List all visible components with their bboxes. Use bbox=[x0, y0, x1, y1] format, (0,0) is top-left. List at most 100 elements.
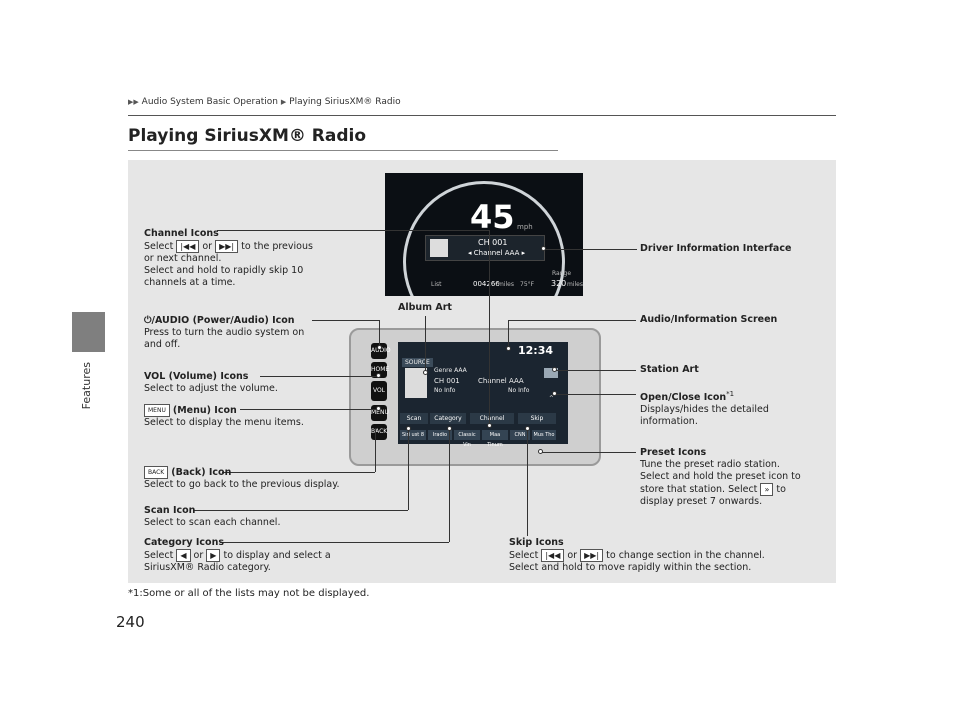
callout-title: Scan Icon bbox=[144, 505, 196, 516]
callout-skip: Skip Icons Select |◀◀ or ▶▶| to change s… bbox=[509, 537, 765, 574]
title-rule bbox=[128, 150, 558, 151]
callout-text: to the previous bbox=[241, 241, 313, 252]
breadcrumb-item: Playing SiriusXM® Radio bbox=[289, 97, 401, 107]
callout-scan: Scan Icon Select to scan each channel. bbox=[144, 505, 280, 529]
tab-scan[interactable]: Scan bbox=[400, 413, 428, 424]
open-close-icon[interactable]: ⌃ bbox=[548, 394, 555, 403]
source-button[interactable]: SOURCE bbox=[402, 358, 433, 367]
preset-button[interactable]: Iradio bbox=[428, 430, 452, 440]
cluster-channel-name: ◂ Channel AAA ▸ bbox=[468, 249, 526, 257]
callout-open-close: Open/Close Icon*1 Displays/hides the det… bbox=[640, 388, 769, 428]
callout-text: display preset 7 onwards. bbox=[640, 496, 763, 507]
leader-line bbox=[193, 510, 408, 511]
callout-text: channels at a time. bbox=[144, 277, 236, 288]
volume-button[interactable]: VOL bbox=[371, 381, 387, 401]
speed-unit: mph bbox=[517, 223, 533, 231]
callout-text: to change section in the channel. bbox=[606, 550, 765, 561]
callout-preset: Preset Icons Tune the preset radio stati… bbox=[640, 447, 801, 508]
cluster-album-art bbox=[430, 239, 448, 257]
cluster-channel: CH 001 bbox=[478, 238, 508, 247]
leader-line bbox=[408, 428, 409, 510]
callout-title: Category Icons bbox=[144, 537, 224, 548]
footnote: *1:Some or all of the lists may not be d… bbox=[128, 588, 370, 599]
callout-text: Select to display the menu items. bbox=[144, 417, 304, 428]
callout-text: and off. bbox=[144, 339, 181, 350]
leader-line bbox=[375, 428, 376, 472]
callout-text: Select and hold to move rapidly within t… bbox=[509, 562, 752, 573]
callout-text: Select and hold the preset icon to bbox=[640, 471, 801, 482]
previous-channel-icon: |◀◀ bbox=[176, 240, 200, 253]
callout-volume: VOL (Volume) Icons Select to adjust the … bbox=[144, 371, 278, 395]
no-info-left: No Info bbox=[434, 387, 456, 394]
leader-dot bbox=[447, 426, 452, 431]
clock: 12:34 bbox=[518, 344, 554, 357]
back-icon: BACK bbox=[144, 466, 169, 479]
callout-text: or bbox=[193, 550, 204, 561]
leader-line bbox=[217, 230, 489, 231]
leader-line bbox=[555, 370, 636, 371]
callout-text: Select to go back to the previous displa… bbox=[144, 479, 340, 490]
cluster-range: 320 bbox=[551, 279, 567, 288]
channel-name: Channel AAA bbox=[478, 377, 524, 385]
callout-text: Select bbox=[509, 550, 539, 561]
leader-line bbox=[540, 452, 636, 453]
power-icon: ⏻ bbox=[144, 315, 152, 326]
home-button[interactable]: HOME bbox=[371, 362, 389, 378]
page-title: Playing SiriusXM® Radio bbox=[128, 126, 367, 146]
leader-line bbox=[489, 230, 490, 425]
preset-button[interactable]: Siri ust 8 bbox=[400, 430, 426, 440]
callout-text: or bbox=[202, 241, 213, 252]
preset-button[interactable]: Classic Vin bbox=[454, 430, 480, 448]
callout-driver-info: Driver Information Interface bbox=[640, 243, 791, 255]
preset-button[interactable]: Maa Tinum bbox=[482, 430, 508, 448]
leader-line bbox=[449, 428, 450, 542]
breadcrumb: ▶▶ Audio System Basic Operation ▶ Playin… bbox=[128, 97, 401, 107]
tab-channel[interactable]: Channel bbox=[470, 413, 514, 424]
right-arrow-icon: ▶ bbox=[206, 549, 221, 562]
cluster-list: List bbox=[431, 281, 442, 288]
audio-information-screen: SOURCE 12:34 Genre AAA CH 001 Channel AA… bbox=[398, 342, 568, 444]
callout-title: VOL (Volume) Icons bbox=[144, 371, 249, 382]
leader-dot bbox=[423, 370, 428, 375]
callout-text: Select to adjust the volume. bbox=[144, 383, 278, 394]
skip-back-icon: |◀◀ bbox=[541, 549, 565, 562]
leader-line bbox=[220, 542, 449, 543]
breadcrumb-arrow-icon: ▶ bbox=[280, 98, 287, 106]
callout-text: Press to turn the audio system on bbox=[144, 327, 305, 338]
callout-power: ⏻/AUDIO (Power/Audio) Icon Press to turn… bbox=[144, 315, 304, 351]
callout-title: (Menu) Icon bbox=[172, 405, 237, 416]
cluster-odo-unit: miles bbox=[498, 281, 514, 288]
callout-title: Station Art bbox=[640, 364, 699, 375]
cluster-range-unit: miles bbox=[567, 281, 583, 288]
preset-button[interactable]: CNN bbox=[510, 430, 530, 440]
tab-category[interactable]: Category bbox=[430, 413, 466, 424]
more-presets-icon: » bbox=[760, 483, 774, 496]
back-button[interactable]: BACK bbox=[371, 424, 387, 440]
leader-dot bbox=[376, 373, 381, 378]
callout-category: Category Icons Select ◀ or ▶ to display … bbox=[144, 537, 331, 574]
callout-text: Select and hold to rapidly skip 10 bbox=[144, 265, 304, 276]
cluster-range-label: Range bbox=[552, 270, 572, 277]
no-info-right: No Info bbox=[508, 387, 530, 394]
audio-button[interactable]: AUDIO bbox=[371, 343, 391, 359]
callout-title: (Back) Icon bbox=[171, 467, 232, 478]
leader-line bbox=[555, 394, 636, 395]
album-art bbox=[405, 368, 427, 398]
menu-icon: MENU bbox=[144, 404, 170, 417]
tab-skip[interactable]: Skip bbox=[518, 413, 556, 424]
callout-text: Tune the preset radio station. bbox=[640, 459, 780, 470]
header-rule bbox=[128, 115, 836, 116]
breadcrumb-item: Audio System Basic Operation bbox=[141, 97, 278, 107]
callout-audio-screen: Audio/Information Screen bbox=[640, 314, 777, 326]
callout-text: store that station. Select bbox=[640, 484, 758, 495]
leader-dot bbox=[552, 391, 557, 396]
callout-channel-icons: Channel Icons Select |◀◀ or ▶▶| to the p… bbox=[144, 228, 313, 289]
next-channel-icon: ▶▶| bbox=[215, 240, 239, 253]
driver-info-cluster: 45 mph CH 001 ◂ Channel AAA ▸ List 00426… bbox=[385, 173, 583, 296]
preset-button[interactable]: Mus Tho bbox=[532, 430, 556, 440]
callout-text: Select bbox=[144, 241, 174, 252]
breadcrumb-arrow-icon: ▶▶ bbox=[128, 98, 139, 106]
leader-dot bbox=[487, 423, 492, 428]
callout-title: Album Art bbox=[398, 302, 452, 313]
cluster-audio-widget: CH 001 ◂ Channel AAA ▸ bbox=[425, 235, 545, 261]
